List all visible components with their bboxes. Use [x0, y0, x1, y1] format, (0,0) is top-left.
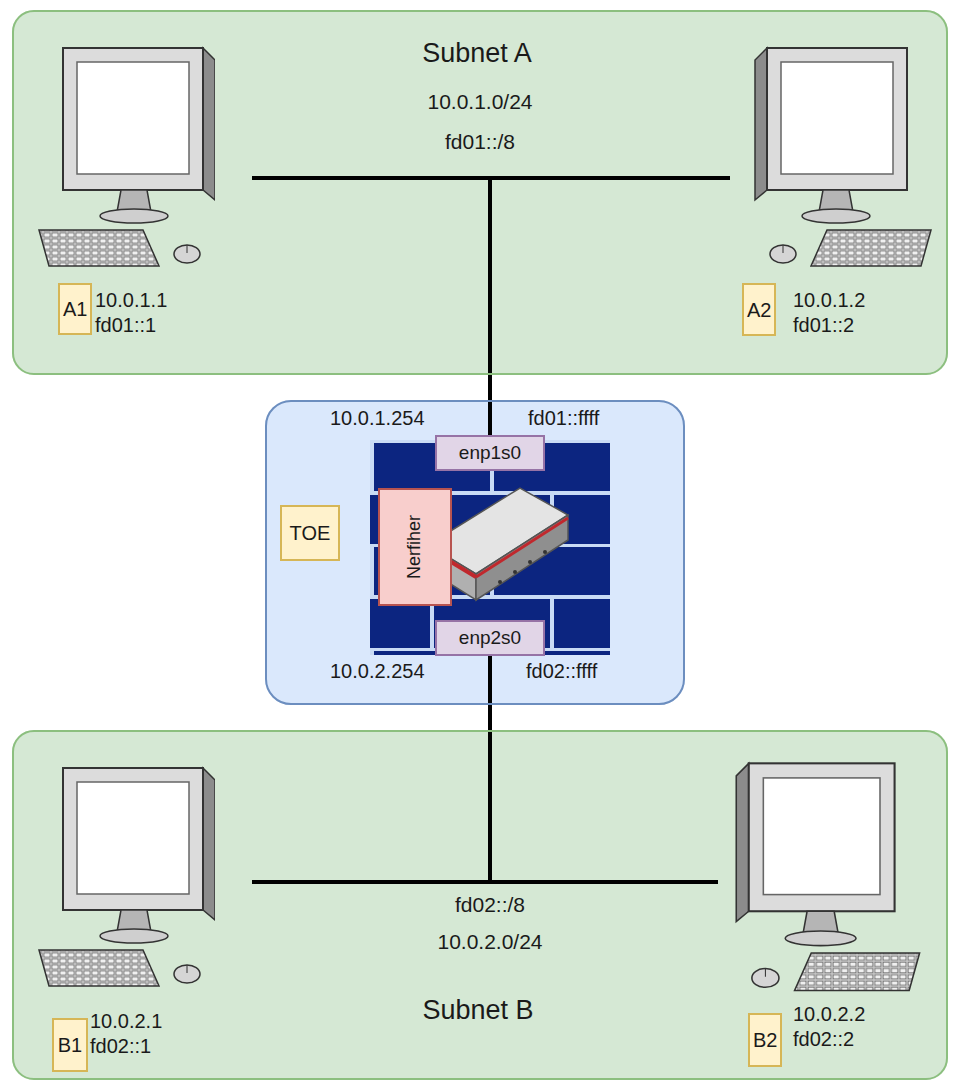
host-tag: B1 — [52, 1018, 88, 1072]
region-text: Subnet A — [317, 38, 637, 69]
address-label: fd01::2 — [793, 314, 854, 337]
host-tag: A1 — [58, 283, 92, 335]
node-text: B1 — [58, 1034, 82, 1056]
node-text: B2 — [753, 1029, 777, 1051]
address-label: fd02::1 — [90, 1035, 151, 1058]
address-label: 10.0.1.1 — [95, 289, 167, 312]
region-text: 10.0.1.0/24 — [320, 90, 640, 114]
region-text: fd01::ffff — [528, 407, 599, 430]
region-text: fd02::/8 — [330, 893, 650, 917]
node-text: enp1s0 — [459, 443, 521, 464]
address-label: 10.0.2.2 — [793, 1003, 865, 1026]
node-text: Nerfiher — [405, 515, 425, 579]
address-label: fd01::1 — [95, 314, 156, 337]
node-text: enp2s0 — [459, 628, 521, 649]
toe-tag: TOE — [280, 505, 340, 561]
node-text: A1 — [63, 298, 87, 320]
address-label: 10.0.2.1 — [90, 1010, 162, 1033]
region-text: 10.0.2.0/24 — [330, 930, 650, 954]
region-text: Subnet B — [318, 995, 638, 1026]
node-text: TOE — [290, 522, 331, 544]
address-label: 10.0.1.2 — [793, 289, 865, 312]
region-text: 10.0.1.254 — [330, 407, 425, 430]
host-tag: B2 — [748, 1013, 782, 1067]
host-tag: A2 — [742, 283, 776, 336]
firewall-region: 10.0.1.254 fd01::ffff10.0.2.254 fd02::ffff… — [265, 400, 685, 705]
region-text: 10.0.2.254 — [330, 660, 425, 683]
region-text: fd01::/8 — [320, 130, 640, 154]
interface-box: enp2s0 — [435, 620, 545, 656]
network-link — [488, 656, 492, 882]
address-label: fd02::2 — [793, 1028, 854, 1051]
network-link — [488, 178, 492, 435]
nerfiher-box: Nerfiher — [378, 488, 452, 606]
node-text: A2 — [747, 299, 771, 321]
region-text: fd02::ffff — [526, 660, 597, 683]
interface-box: enp1s0 — [435, 435, 545, 471]
